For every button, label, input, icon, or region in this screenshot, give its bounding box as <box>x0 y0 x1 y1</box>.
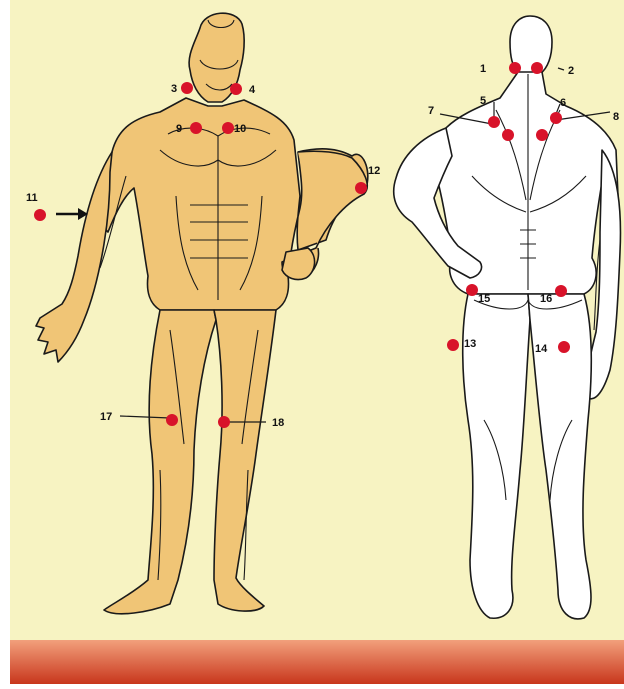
point-label-2: 2 <box>568 65 574 77</box>
tender-point-6[interactable] <box>550 112 562 124</box>
point-label-4: 4 <box>249 84 256 96</box>
front-right-hand <box>282 248 315 280</box>
tender-point-16[interactable] <box>555 285 567 297</box>
point-label-3: 3 <box>171 83 177 95</box>
tender-point-7[interactable] <box>502 129 514 141</box>
bottom-bar <box>10 640 624 684</box>
tender-point-13[interactable] <box>447 339 459 351</box>
tender-point-1[interactable] <box>509 62 521 74</box>
tender-point-15[interactable] <box>466 284 478 296</box>
point-label-11: 11 <box>26 192 38 204</box>
point-label-10: 10 <box>234 123 246 135</box>
point-label-9: 9 <box>176 123 182 135</box>
point-label-14: 14 <box>535 343 548 355</box>
tender-point-8[interactable] <box>536 129 548 141</box>
tender-point-5[interactable] <box>488 116 500 128</box>
tender-point-11[interactable] <box>34 209 46 221</box>
tender-point-9[interactable] <box>190 122 202 134</box>
tender-point-10[interactable] <box>222 122 234 134</box>
point-label-17: 17 <box>100 411 112 423</box>
point-label-7: 7 <box>428 105 434 117</box>
point-label-6: 6 <box>560 97 566 109</box>
point-label-5: 5 <box>480 95 486 107</box>
tender-point-3[interactable] <box>181 82 193 94</box>
point-label-16: 16 <box>540 293 552 305</box>
point-label-1: 1 <box>480 63 486 75</box>
tender-point-12[interactable] <box>355 182 367 194</box>
point-label-12: 12 <box>368 165 380 177</box>
point-label-18: 18 <box>272 417 284 429</box>
point-label-15: 15 <box>478 293 490 305</box>
point-label-13: 13 <box>464 338 476 350</box>
tender-point-2[interactable] <box>531 62 543 74</box>
tender-point-14[interactable] <box>558 341 570 353</box>
point-label-8: 8 <box>613 111 619 123</box>
tender-point-17[interactable] <box>166 414 178 426</box>
tender-point-18[interactable] <box>218 416 230 428</box>
tender-point-4[interactable] <box>230 83 242 95</box>
